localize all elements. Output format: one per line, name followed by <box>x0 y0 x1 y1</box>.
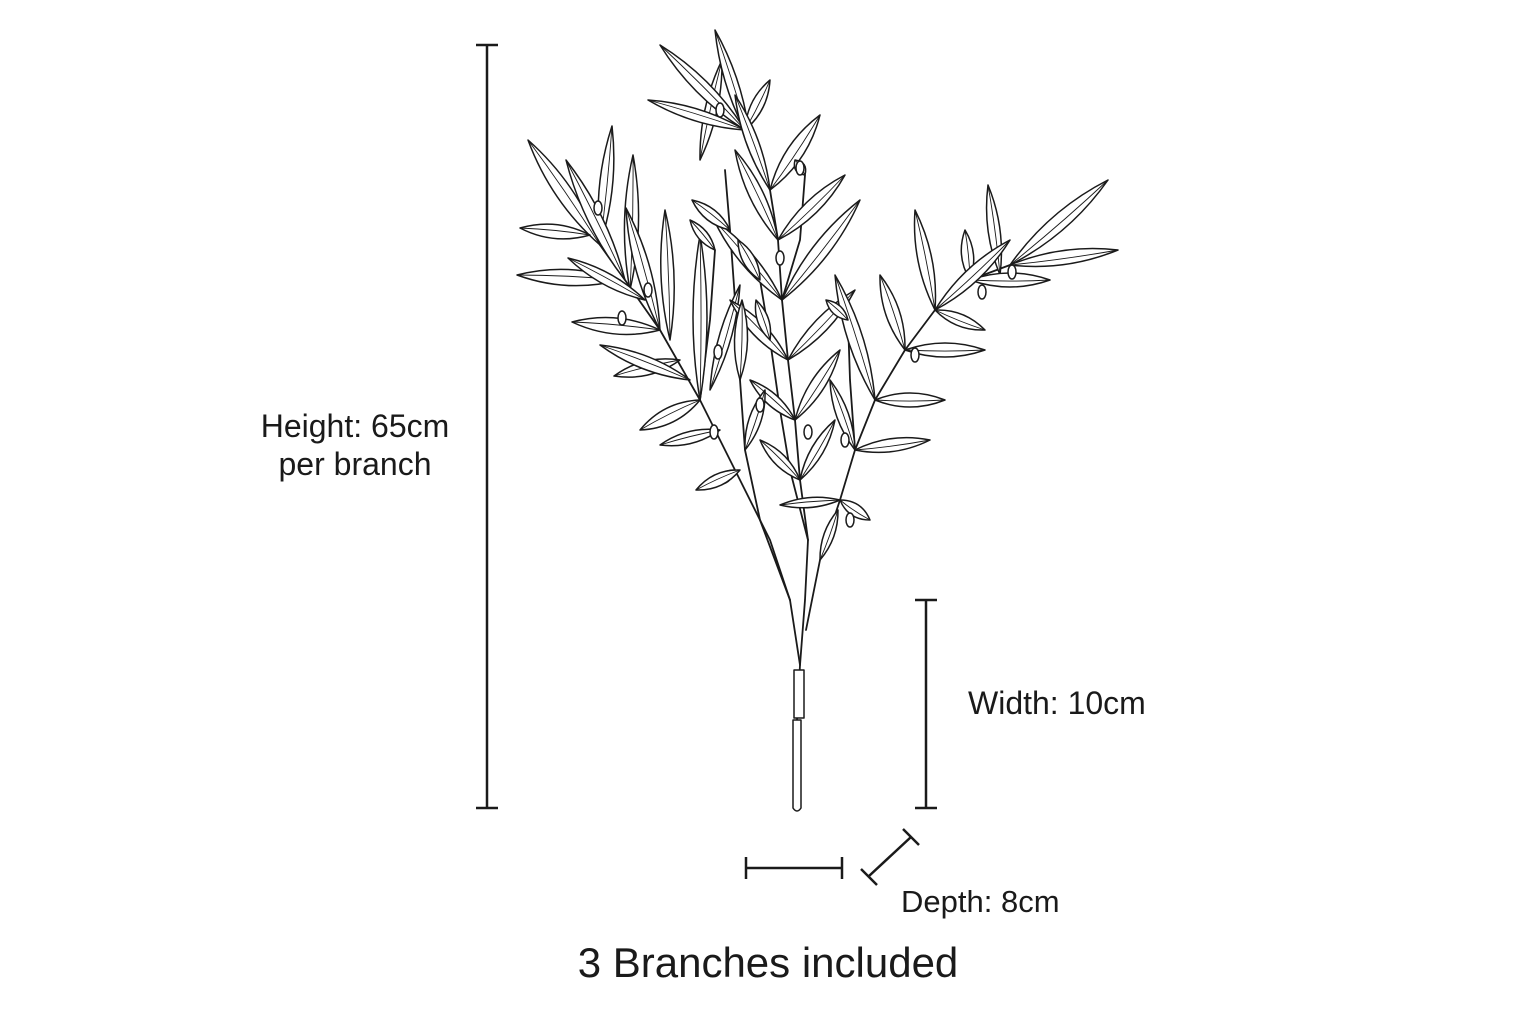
depth-dimension-line <box>744 828 920 886</box>
leaf <box>571 316 661 336</box>
leaf-vein <box>519 227 591 236</box>
bud <box>840 432 850 448</box>
leaf-vein <box>779 499 841 506</box>
leaf-vein <box>691 199 731 231</box>
leaf-vein <box>787 289 856 361</box>
leaf <box>854 436 931 454</box>
bud <box>803 424 813 440</box>
height-dimension-line <box>476 43 498 810</box>
leaf <box>769 114 821 191</box>
bud <box>643 282 653 298</box>
leaf-vein <box>744 389 766 451</box>
leaf-vein <box>799 419 836 481</box>
leaf-vein <box>527 139 601 246</box>
leaf-vein <box>854 439 931 451</box>
bud <box>713 344 723 360</box>
stem <box>781 174 806 301</box>
leaf-vein <box>639 399 701 431</box>
leaf-vein <box>825 299 849 321</box>
leaf <box>759 439 801 481</box>
leaf-vein <box>834 274 876 401</box>
leaf-vein <box>647 99 746 131</box>
leaf <box>839 499 871 521</box>
leaf-vein <box>695 469 741 491</box>
depth-label: Depth: 8cm <box>901 884 1060 919</box>
leaf-vein <box>829 379 856 451</box>
leaf <box>779 496 841 509</box>
leaf-vein <box>781 199 861 301</box>
leaf-vein <box>769 114 821 191</box>
leaf-vein <box>689 219 716 251</box>
leaf <box>834 274 876 401</box>
bud <box>845 512 855 528</box>
bud <box>775 250 785 266</box>
leaf-vein <box>879 274 906 351</box>
leaf-vein <box>934 309 986 331</box>
leaf-vein <box>914 209 936 311</box>
leaf-vein <box>759 439 801 481</box>
leaf-vein <box>571 321 661 331</box>
bud <box>795 160 805 176</box>
leaf-vein <box>699 59 723 161</box>
leaf-vein <box>874 399 946 402</box>
leaf <box>660 209 675 341</box>
bud <box>593 200 603 216</box>
stem-sheath <box>793 669 805 719</box>
bud <box>755 397 765 413</box>
leaf-vein <box>625 207 661 331</box>
leaf-vein <box>755 299 771 341</box>
leaf <box>519 223 591 240</box>
leaf <box>781 199 861 301</box>
leaf-vein <box>599 344 691 381</box>
leaf-vein <box>1009 179 1109 266</box>
bud <box>910 347 920 363</box>
height-label-line1: Height: 65cm <box>260 408 450 444</box>
leaf <box>874 392 946 408</box>
leaf-vein <box>739 299 743 381</box>
leaf-vein <box>987 184 1001 276</box>
leaf-vein <box>567 257 646 301</box>
leaf-vein <box>839 499 871 521</box>
bud <box>977 284 987 300</box>
leaf <box>692 234 708 401</box>
leaf-vein <box>737 239 761 281</box>
width-dimension-line <box>915 598 937 810</box>
leaf <box>639 399 701 431</box>
leaf-vein <box>734 94 771 191</box>
leaf-vein <box>1009 249 1119 266</box>
leaf-vein <box>664 209 671 341</box>
caption: 3 Branches included <box>577 939 959 986</box>
leaf-vein <box>777 174 846 241</box>
olive-branch-illustration <box>516 29 1119 812</box>
width-label: Width: 10cm <box>968 685 1146 721</box>
leaf <box>879 274 906 351</box>
bud <box>1007 264 1017 280</box>
leaf-vein <box>659 44 746 131</box>
leaf-vein <box>565 159 626 281</box>
bud <box>715 102 725 118</box>
leaf-vein <box>819 509 839 561</box>
leaf-vein <box>934 239 1011 311</box>
stem <box>579 199 801 809</box>
height-label: Height: 65cm per branch <box>252 407 458 484</box>
leaf-vein <box>709 284 741 391</box>
bud <box>617 310 627 326</box>
stem-base <box>792 719 802 812</box>
leaf-vein <box>734 149 779 241</box>
leaf-vein <box>794 349 841 421</box>
leaf-vein <box>749 379 796 421</box>
leaf-vein <box>699 234 702 401</box>
bud <box>709 424 719 440</box>
leaf-vein <box>729 299 789 361</box>
height-label-line2: per branch <box>278 446 432 483</box>
